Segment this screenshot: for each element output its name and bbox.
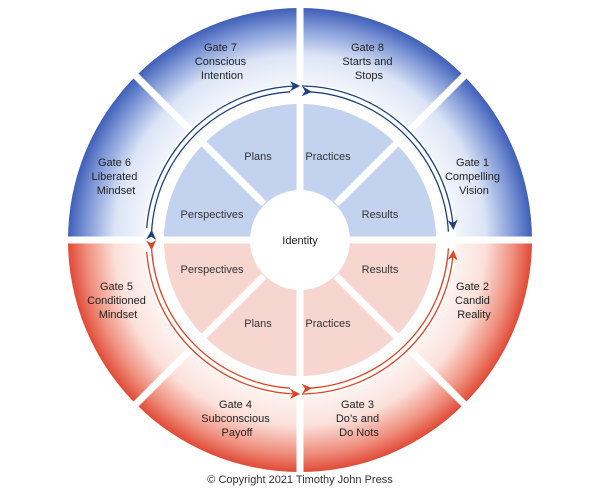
arrow-top-inner-left xyxy=(146,81,301,228)
gate-4-label: Gate 4 Subconscious Payoff xyxy=(201,399,273,439)
arrow-top-outer-right xyxy=(301,86,450,232)
arrow-bottom-outer-left xyxy=(146,240,291,389)
label-results-bottom: Results xyxy=(362,264,399,276)
center-circle xyxy=(250,190,350,290)
arrow-top-inner-right xyxy=(301,85,458,230)
outer-ring-top xyxy=(68,8,532,240)
label-plans-bottom: Plans xyxy=(244,318,272,330)
gate-7-label: Gate 7 Conscious Intention xyxy=(195,42,249,82)
arrow-bottom-outer-right xyxy=(301,248,450,394)
gate-2-label: Gate 2 Candid Reality xyxy=(455,281,493,321)
copyright-text: © Copyright 2021 Timothy John Press xyxy=(207,474,393,486)
center-label: Identity xyxy=(282,235,318,247)
label-practices-top: Practices xyxy=(305,151,351,163)
arrow-top-outer-left xyxy=(146,91,291,240)
gate-labels: Gate 1 Compelling Vision Gate 2 Candid R… xyxy=(87,42,503,439)
inner-labels: Plans Practices Results Results Practice… xyxy=(181,151,399,330)
gate-8-label: Gate 8 Starts and Stops xyxy=(342,42,395,82)
label-perspectives-top: Perspectives xyxy=(181,209,244,221)
label-plans-top: Plans xyxy=(244,151,272,163)
label-perspectives-bottom: Perspectives xyxy=(181,264,244,276)
gate-5-label: Gate 5 Conditioned Mindset xyxy=(87,281,149,321)
gate-1-label: Gate 1 Compelling Vision xyxy=(445,157,503,197)
gate-3-label: Gate 3 Do’s and Do Nots xyxy=(336,399,382,439)
label-practices-bottom: Practices xyxy=(305,318,351,330)
gate-6-label: Gate 6 Liberated Mindset xyxy=(92,157,141,197)
arrow-ring-top xyxy=(146,81,458,240)
label-results-top: Results xyxy=(362,209,399,221)
arrow-bottom-inner-right xyxy=(301,250,458,395)
outer-ring-bottom xyxy=(68,240,532,472)
arrow-bottom-inner-left xyxy=(146,252,301,399)
arrow-ring-bottom xyxy=(146,240,458,399)
